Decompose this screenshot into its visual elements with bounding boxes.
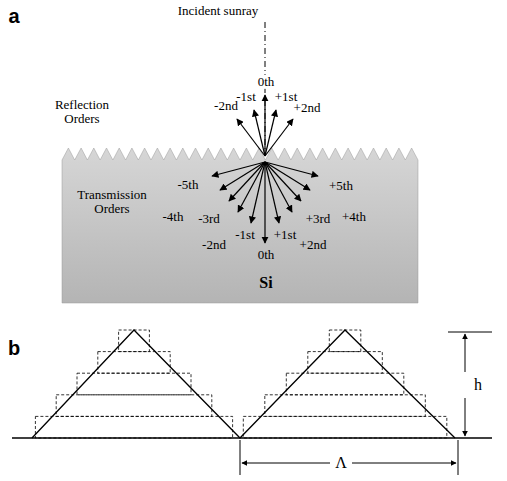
dimension-label: Λ xyxy=(335,454,347,472)
step-rect xyxy=(308,352,383,374)
grating-profile xyxy=(32,330,455,438)
period-arrow xyxy=(242,463,330,464)
order-arrow xyxy=(251,162,265,223)
material-label: Si xyxy=(259,274,272,292)
height-arrow xyxy=(465,398,466,436)
dimension-tick xyxy=(448,332,492,333)
period-arrow xyxy=(352,463,456,464)
transmission-arrows xyxy=(212,162,318,243)
silicon-body xyxy=(62,148,418,303)
order-arrow xyxy=(264,95,265,156)
order-arrow xyxy=(264,162,265,243)
order-label: -2nd xyxy=(202,238,226,252)
order-label: -3rd xyxy=(198,212,220,226)
order-label: +2nd xyxy=(300,238,327,252)
order-label: +2nd xyxy=(294,101,321,115)
order-arrow xyxy=(265,119,293,156)
order-label: -2nd xyxy=(214,99,238,113)
reflection-arrows xyxy=(237,95,293,156)
step-rect xyxy=(329,330,361,352)
group-label: Transmission Orders xyxy=(67,188,157,217)
order-label: -4th xyxy=(163,210,184,224)
step-rect xyxy=(265,395,426,417)
order-label: +5th xyxy=(329,179,353,193)
ray-label: Incident sunray xyxy=(178,4,259,18)
dimension-tick xyxy=(458,440,459,475)
order-arrow xyxy=(254,110,265,156)
group-label: Reflection Orders xyxy=(37,98,127,127)
order-arrow xyxy=(265,162,318,176)
order-arrow xyxy=(238,162,265,212)
step-rect xyxy=(119,330,150,352)
dimension-tick xyxy=(240,440,241,475)
order-label: -1st xyxy=(236,90,256,104)
order-arrow xyxy=(265,162,310,190)
step-rect xyxy=(35,416,232,438)
panel-letter: b xyxy=(8,337,20,359)
step-rect xyxy=(286,373,404,395)
order-label: -1st xyxy=(235,228,255,242)
height-arrow xyxy=(465,334,466,372)
step-rect xyxy=(77,373,191,395)
order-label: -5th xyxy=(178,178,199,192)
order-arrow xyxy=(212,162,265,176)
order-label: +3rd xyxy=(306,212,331,226)
staircase-approximation xyxy=(35,330,446,438)
order-label: 0th xyxy=(258,248,275,262)
step-rect xyxy=(56,395,212,417)
panel-letter: a xyxy=(8,5,19,27)
step-rect xyxy=(98,352,170,374)
order-label: +1st xyxy=(274,228,297,242)
dimension-label: h xyxy=(474,376,482,394)
order-label: +4th xyxy=(342,210,366,224)
order-label: 0th xyxy=(257,75,276,89)
step-rect xyxy=(243,416,446,438)
order-arrow xyxy=(265,162,279,223)
